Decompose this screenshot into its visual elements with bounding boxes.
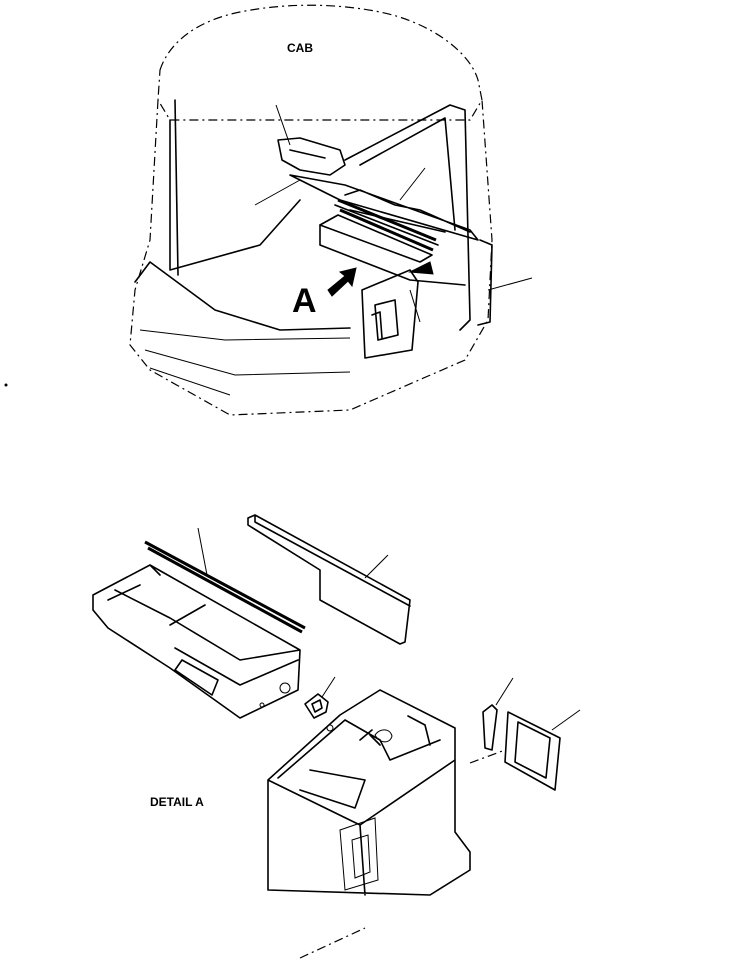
leader-line-10: [551, 709, 581, 731]
center-line-2: [299, 927, 366, 959]
heater-screw-1: [326, 724, 334, 732]
leader-line-4: [409, 289, 421, 323]
filter-panel: [247, 514, 411, 645]
heater-box: [361, 269, 419, 359]
cab-base-skirt: [134, 261, 351, 331]
detail-a-assembly: [92, 514, 581, 959]
cab-window-right: [344, 104, 471, 331]
long-seal-strip: [144, 540, 306, 634]
upper-rail: [289, 174, 479, 241]
cab-roof-outline: [157, 4, 483, 121]
small-grommet: [304, 693, 329, 719]
cab-label: CAB: [287, 41, 313, 55]
hose: [482, 704, 498, 751]
leader-line-5: [487, 277, 533, 291]
cab-window-left: [169, 99, 301, 276]
leader-line-1: [275, 104, 291, 146]
center-line-1: [469, 749, 506, 764]
gasket-frame: [504, 711, 561, 791]
view-a-arrow-head: [408, 261, 434, 275]
duct-screw: [259, 702, 265, 708]
cab-base-lines: [139, 329, 351, 396]
view-a-label: A: [292, 282, 317, 320]
cab-body-outline: [129, 99, 493, 416]
duct-port-circle: [279, 682, 291, 694]
side-pipe: [477, 239, 493, 326]
heater-bracket-top: [277, 137, 346, 176]
leader-line-9: [495, 677, 514, 706]
heater-unit-ports: [339, 729, 393, 891]
detail-a-label: DETAIL A: [150, 795, 204, 809]
heater-unit-body: [267, 689, 471, 896]
cab-assembly: [4, 4, 533, 416]
duct-housing: [92, 564, 301, 719]
duct-front-panel: [319, 224, 466, 286]
leader-line-3: [399, 167, 426, 201]
cab-window-inner: [349, 117, 456, 233]
leader-line-8: [321, 676, 336, 698]
stray-dot: [4, 383, 8, 387]
duct-seal: [337, 198, 437, 252]
view-a-arrow: [327, 267, 357, 297]
duct-assembly: [319, 204, 439, 263]
leader-line-6: [364, 554, 389, 579]
leader-line-7: [197, 527, 208, 576]
leader-line-2: [254, 179, 301, 206]
